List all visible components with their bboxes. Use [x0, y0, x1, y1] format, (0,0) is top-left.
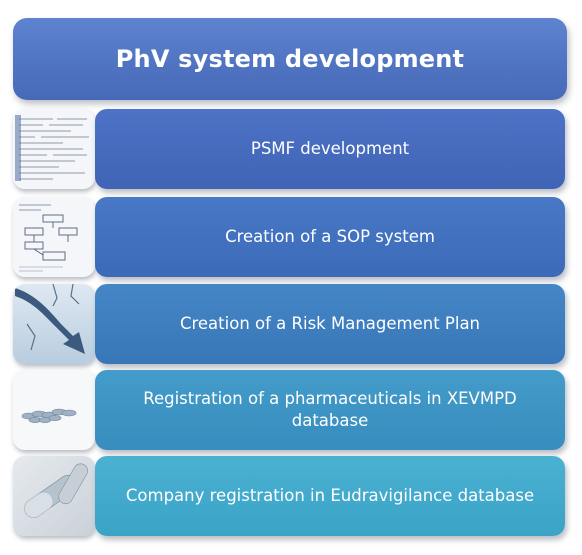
diagram-title: PhV system development: [115, 45, 465, 73]
step-box: Company registration in Eudravigilance d…: [95, 456, 565, 536]
step-label: Registration of a pharmaceuticals in XEV…: [143, 389, 517, 430]
step-eudravigilance-registration: Company registration in Eudravigilance d…: [13, 456, 567, 536]
step-label: Company registration in Eudravigilance d…: [125, 486, 535, 505]
step-xevmpd-registration: Registration of a pharmaceuticals in XEV…: [13, 370, 567, 450]
step-label: Creation of a SOP system: [225, 227, 435, 246]
document-scan-icon: [13, 109, 95, 189]
step-box: Creation of a SOP system: [95, 197, 565, 277]
step-label: PSMF development: [250, 139, 410, 158]
step-box: Registration of a pharmaceuticals in XEV…: [95, 370, 565, 450]
step-risk-management-plan: Creation of a Risk Management Plan: [13, 284, 567, 364]
flowchart-document-icon: [13, 197, 95, 277]
capsules-icon: [13, 456, 95, 536]
step-box: Creation of a Risk Management Plan: [95, 284, 565, 364]
step-sop-system: Creation of a SOP system: [13, 197, 567, 277]
step-box: PSMF development: [95, 109, 565, 189]
diagram-title-box: PhV system development: [13, 18, 567, 100]
pills-icon: [13, 370, 95, 450]
step-label: Creation of a Risk Management Plan: [179, 314, 481, 333]
downward-arrow-tree-icon: [13, 284, 95, 364]
step-psmf-development: PSMF development: [13, 109, 567, 189]
